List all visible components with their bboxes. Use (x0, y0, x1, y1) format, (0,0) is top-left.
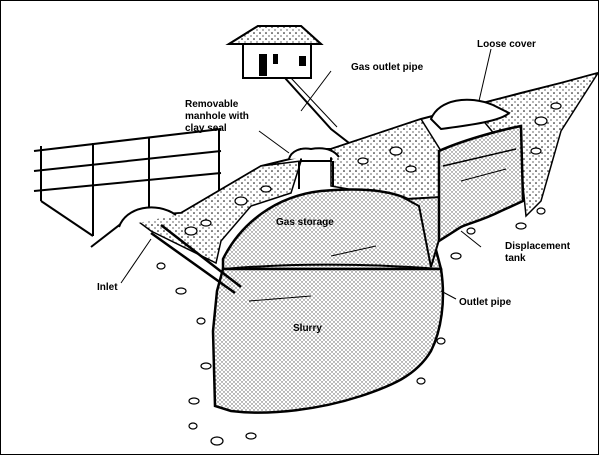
soil-band-right (330, 118, 442, 200)
outlet-channel (402, 195, 442, 268)
soil-band-left (128, 160, 303, 265)
digester-slurry (211, 267, 445, 414)
label-manhole-line3: clay seal (185, 123, 227, 134)
slurry-surface (222, 263, 442, 270)
label-outlet-pipe: Outlet pipe (459, 297, 512, 308)
label-gas-storage: Gas storage (276, 217, 334, 228)
house (225, 25, 324, 79)
label-displacement-line1: Displacement (505, 241, 571, 252)
label-manhole-line2: manhole with (185, 111, 249, 122)
label-inlet: Inlet (97, 282, 118, 293)
manhole (288, 147, 340, 189)
inlet-pipe (118, 206, 242, 295)
label-loose-cover: Loose cover (477, 39, 536, 50)
fence (33, 128, 222, 237)
label-displacement-line2: tank (505, 253, 526, 264)
label-manhole-line1: Removable (185, 99, 239, 110)
leader-lines (120, 48, 492, 300)
loose-cover (429, 98, 511, 131)
displacement-tank (437, 124, 525, 244)
label-gas-outlet-pipe: Gas outlet pipe (351, 62, 424, 73)
label-slurry: Slurry (293, 323, 322, 334)
